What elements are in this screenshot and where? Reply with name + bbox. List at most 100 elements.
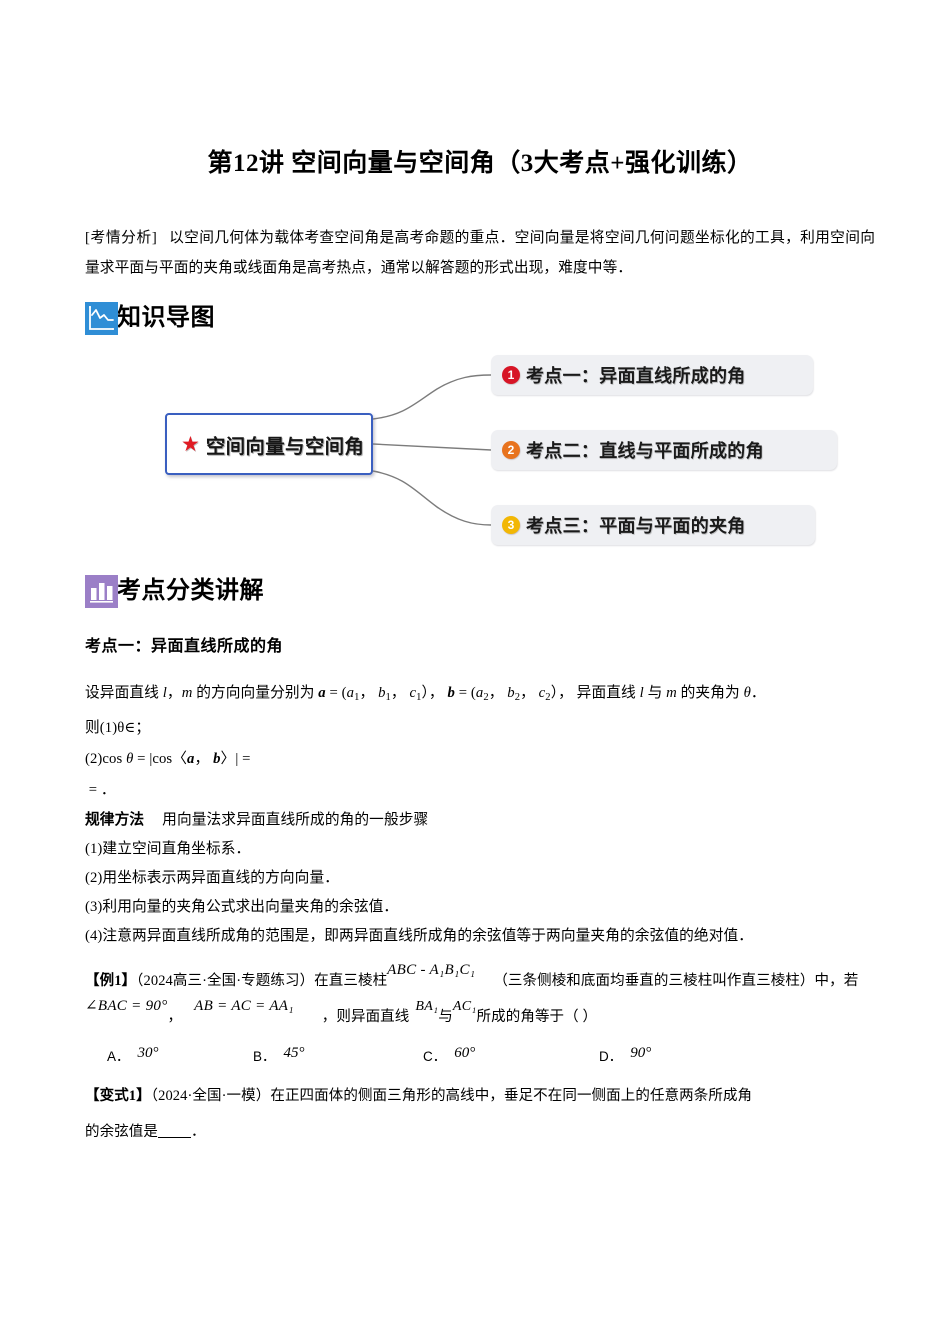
method-step-1: (1)建立空间直角坐标系． bbox=[85, 840, 251, 857]
exam-analysis-lead: [考情分析] bbox=[85, 230, 158, 246]
def-comma-1: ， bbox=[166, 685, 182, 701]
var-m2: m bbox=[666, 685, 677, 701]
method-title-line: 规律方法用向量法求异面直线所成的角的一般步骤 bbox=[85, 806, 875, 835]
badge-number-3: 3 bbox=[502, 516, 520, 534]
page-title: 第12讲 空间向量与空间角（3大考点+强化训练） bbox=[207, 150, 753, 177]
exam-analysis-text: 以空间几何体为载体考查空间角是高考命题的重点．空间向量是将空间几何问题坐标化的工… bbox=[85, 230, 876, 276]
option-b-value: 45° bbox=[283, 1044, 305, 1061]
sub-a1: 1 bbox=[354, 691, 360, 703]
example-1-text-b: （三条侧棱和底面均垂直的三棱柱叫作直三棱柱）中，若 bbox=[493, 972, 859, 989]
example-1-text-d: ，则异面直线 bbox=[321, 1008, 410, 1025]
var-a1: a bbox=[346, 685, 355, 701]
option-a[interactable]: A．30° bbox=[107, 1042, 253, 1072]
example-1-text-a: 在直三棱柱 bbox=[314, 972, 388, 989]
line-chart-icon bbox=[85, 301, 118, 335]
mindmap-node-1-label: 考点一：异面直线所成的角 bbox=[526, 366, 746, 386]
example-1-source: （2024高三·全国·专题练习） bbox=[136, 972, 315, 989]
option-a-label: A． bbox=[107, 1048, 130, 1064]
example-1-options: A．30° B． 45° C． 60° D． 90° bbox=[85, 1042, 875, 1072]
answer-blank[interactable]: ＿＿ bbox=[158, 1123, 191, 1140]
mindmap-center-node: ★ 空间向量与空间角 bbox=[165, 413, 373, 475]
mindmap-node-2: 2 考点二：直线与平面所成的角 bbox=[491, 430, 837, 470]
topic-heading: 考点一：异面直线所成的角 bbox=[85, 638, 284, 655]
def-text-a: 设异面直线 bbox=[85, 685, 163, 701]
example-1-text-e: 与 bbox=[438, 1008, 453, 1025]
var-a2: a bbox=[475, 685, 484, 701]
var-c2: c bbox=[538, 685, 546, 701]
variant-1-text-b: 的余弦值是 bbox=[85, 1123, 158, 1140]
mindmap-node-2-label: 考点二：直线与平面所成的角 bbox=[526, 441, 764, 461]
method-step-2: (2)用坐标表示两异面直线的方向向量． bbox=[85, 869, 340, 886]
section-title-topic-explain: 考点分类讲解 bbox=[117, 578, 264, 604]
equation-prism-name: ABC - A₁B₁C₁ bbox=[387, 961, 476, 978]
method-subtitle: 用向量法求异面直线所成的角的一般步骤 bbox=[162, 811, 429, 828]
var-b2: b bbox=[507, 685, 515, 701]
variant-1-source: （2024·全国·一模） bbox=[150, 1087, 271, 1104]
sub-c1: 1 bbox=[416, 691, 422, 703]
method-title: 规律方法 bbox=[85, 811, 145, 828]
var-b1: b bbox=[378, 685, 386, 701]
variant-1-text-c: ． bbox=[191, 1123, 206, 1140]
def-eq-1: = ( bbox=[325, 685, 347, 701]
badge-number-2: 2 bbox=[502, 441, 520, 459]
vector-a: a bbox=[318, 685, 326, 701]
option-d-label: D． bbox=[599, 1048, 623, 1064]
option-c-label: C． bbox=[423, 1048, 447, 1064]
def3-b: = |cos〈 bbox=[133, 750, 188, 767]
mindmap-node-3: 3 考点三：平面与平面的夹角 bbox=[491, 505, 815, 545]
mindmap-diagram: ★ 空间向量与空间角 1 考点一：异面直线所成的角 2 考点二：直线与平面所成的… bbox=[85, 341, 875, 556]
option-c-value: 60° bbox=[454, 1044, 476, 1061]
def-text-c: 的方向向量分别为 bbox=[192, 685, 319, 701]
def3-comma: ， bbox=[194, 750, 210, 767]
def-text-e: 与 bbox=[643, 685, 667, 701]
var-m: m bbox=[181, 685, 193, 701]
document-content: 第12讲 空间向量与空间角（3大考点+强化训练） [考情分析] 以空间几何体为载… bbox=[85, 0, 875, 1150]
variant-1-problem: 【变式1】（2024·全国·一模）在正四面体的侧面三角形的高线中，垂足不在同一侧… bbox=[85, 1078, 875, 1114]
sub-a2: 2 bbox=[483, 691, 489, 703]
def-text-f: 的夹角为 bbox=[676, 685, 744, 701]
example-1-text-f: 所成的角等于（ ） bbox=[476, 1008, 598, 1025]
mindmap-node-1: 1 考点一：异面直线所成的角 bbox=[491, 355, 813, 395]
exam-analysis-paragraph: [考情分析] 以空间几何体为载体考查空间角是高考命题的重点．空间向量是将空间几何… bbox=[85, 223, 875, 283]
definition-line-2: 则(1)θ∈； bbox=[85, 719, 151, 736]
option-d[interactable]: D． 90° bbox=[599, 1042, 651, 1072]
vector-b: b bbox=[447, 685, 455, 701]
def-eq-2: = ( bbox=[454, 685, 476, 701]
var-c1: c bbox=[409, 685, 417, 701]
option-c[interactable]: C． 60° bbox=[423, 1042, 599, 1072]
method-step-3: (3)利用向量的夹角公式求出向量夹角的余弦值． bbox=[85, 898, 399, 915]
def-period: ． bbox=[750, 685, 766, 701]
equation-edges-equal: AB = AC = AA₁ bbox=[194, 997, 294, 1014]
example-1-problem: 【例1】（2024高三·全国·专题练习）在直三棱柱ABC - A₁B₁C₁ （三条… bbox=[85, 961, 875, 1036]
method-step-4: (4)注意两异面直线所成角的范围是，即两异面直线所成角的余弦值等于两向量夹角的余… bbox=[85, 927, 754, 944]
var-l2: l bbox=[639, 685, 644, 701]
option-d-value: 90° bbox=[630, 1044, 652, 1061]
equation-ba1: BA₁ bbox=[415, 998, 439, 1014]
def-text-d: ）， 异面直线 bbox=[550, 685, 640, 701]
mindmap-center-label: 空间向量与空间角 bbox=[205, 435, 365, 458]
var-l: l bbox=[162, 685, 167, 701]
variant-1-answer-line: 的余弦值是＿＿． bbox=[85, 1114, 875, 1150]
mindmap-connectors bbox=[372, 374, 492, 526]
star-icon: ★ bbox=[181, 431, 200, 456]
def3-a: (2)cos bbox=[85, 750, 127, 767]
var-theta: θ bbox=[743, 685, 751, 701]
def4-text: = ． bbox=[88, 781, 116, 798]
definition-line-3: (2)cos θ = |cos〈a， b〉| = bbox=[85, 744, 875, 775]
mindmap-node-3-label: 考点三：平面与平面的夹角 bbox=[526, 516, 746, 536]
example-1-tag: 【例1】 bbox=[85, 972, 137, 989]
section-header-topic-explain: 考点分类讲解 bbox=[85, 572, 875, 610]
def3-vec-b: b bbox=[213, 750, 221, 767]
section-title-knowledge-map: 知识导图 bbox=[117, 305, 215, 331]
sub-b2: 2 bbox=[514, 691, 521, 703]
def3-d: 〉| = bbox=[220, 750, 251, 767]
sub-b1: 1 bbox=[385, 691, 391, 703]
equation-ac1: AC₁ bbox=[452, 998, 477, 1014]
variant-1-tag: 【变式1】 bbox=[85, 1087, 151, 1104]
sub-c2: 2 bbox=[545, 691, 551, 703]
badge-number-1: 1 bbox=[502, 366, 520, 384]
example-1-text-c: ， bbox=[167, 1008, 183, 1025]
option-b-label: B． bbox=[253, 1048, 276, 1064]
option-b[interactable]: B． 45° bbox=[253, 1042, 423, 1072]
